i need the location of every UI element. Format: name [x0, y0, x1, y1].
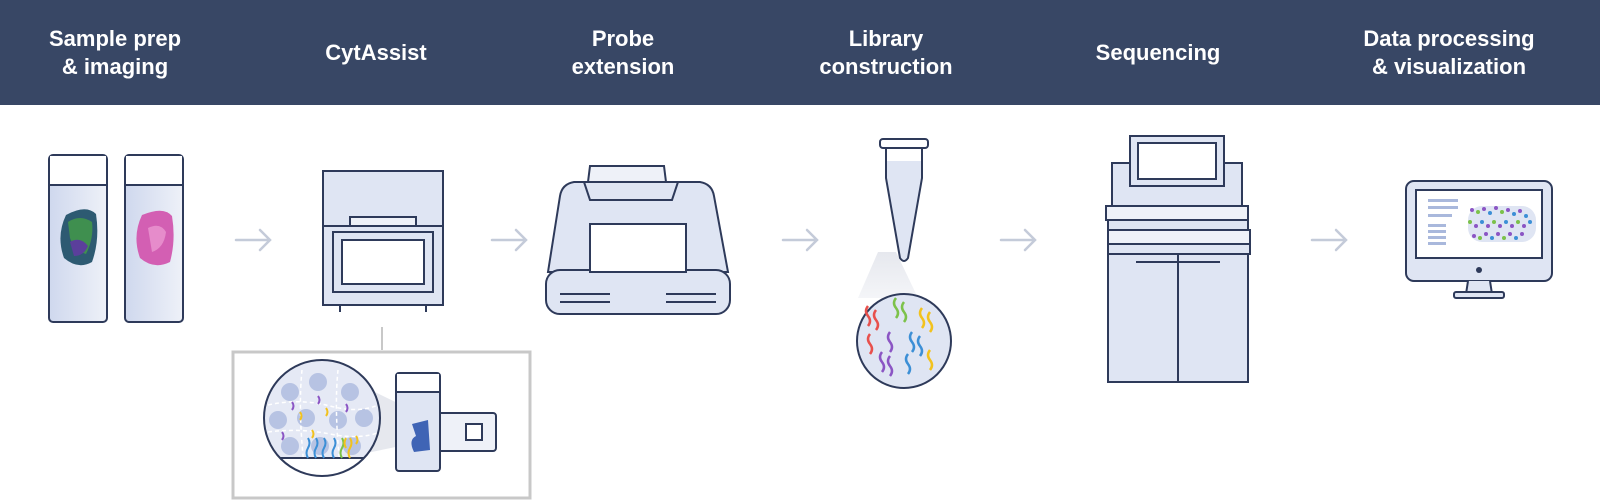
step-title-data-processing: Data processing & visualization [1363, 25, 1535, 79]
tube-icon [879, 138, 929, 262]
dashboard-visualization [1428, 199, 1536, 245]
step-title-sample-prep: Sample prep & imaging [48, 25, 182, 79]
step-title-sequencing: Sequencing [1095, 39, 1221, 65]
step-title-probe-extension: Probe extension [571, 25, 675, 79]
cytassist-inset [231, 350, 532, 500]
steps-header: Sample prep & imaging CytAssist Probe ex… [0, 0, 1600, 105]
cytassist-instrument-icon [322, 170, 444, 312]
arrow-right-icon [999, 228, 1037, 252]
slide-icon [124, 154, 184, 323]
arrow-right-icon [490, 228, 528, 252]
arrow-right-icon [234, 228, 272, 252]
arrow-right-icon [1310, 228, 1348, 252]
step-title-library-construction: Library construction [819, 25, 953, 79]
sequencer-icon [1105, 135, 1251, 383]
arrow-right-icon [781, 228, 819, 252]
step-title-cytassist: CytAssist [325, 39, 427, 65]
thermal-cycler-icon [545, 165, 731, 315]
library-zoom [856, 252, 952, 389]
slide-icon [48, 154, 108, 323]
